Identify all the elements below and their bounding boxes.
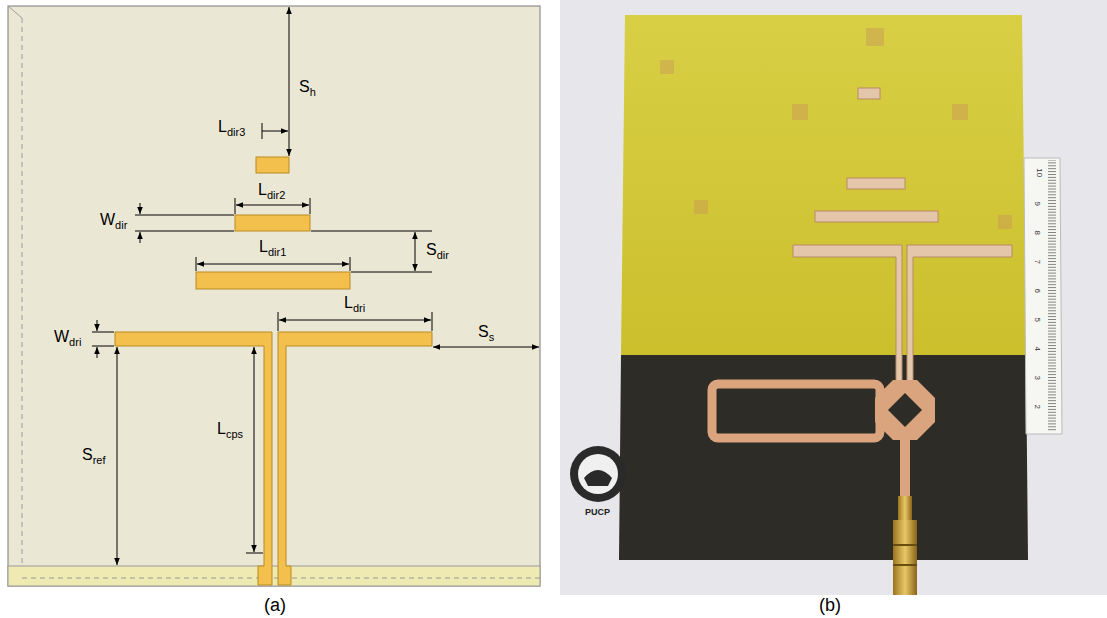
photo-antenna: [793, 88, 1012, 392]
driven-dipole-left: [115, 332, 272, 585]
ruler-number: 5: [1032, 318, 1042, 322]
box-edge: [8, 6, 22, 18]
ruler-number: 2: [1032, 405, 1042, 409]
balun-slot: [888, 393, 922, 427]
dim-wdir: [140, 232, 141, 243]
dimension-label: Ldir3: [218, 117, 245, 139]
balun-junction: [875, 380, 935, 440]
ruler: [1024, 158, 1062, 434]
pad: [694, 200, 708, 214]
dim-sh: [289, 7, 290, 156]
board-ground: [619, 355, 1028, 560]
tick: [135, 215, 234, 216]
sma-ridge: [893, 544, 917, 546]
dimension-lines: [92, 7, 539, 565]
dim-wdri: [97, 347, 98, 358]
tick: [432, 312, 433, 331]
dimension-label: Lcps: [217, 419, 243, 441]
ruler-number: 3: [1032, 376, 1042, 380]
sma-pin: [898, 496, 912, 522]
logo-ship: [584, 470, 612, 486]
ruler-number: 6: [1032, 289, 1042, 293]
sma-ridge: [893, 564, 917, 566]
ruler-scale: [1048, 160, 1060, 432]
balun-loop: [712, 384, 880, 438]
dimension-label: Sref: [82, 445, 106, 467]
dim-sdir: [415, 232, 416, 271]
photo-dipole-right: [907, 245, 1012, 392]
photo-background: [560, 0, 1107, 595]
ground-plane: [8, 566, 540, 586]
driven-dipole-right: [278, 332, 432, 585]
director-2: [235, 215, 310, 231]
tick: [92, 332, 114, 333]
dimension-label: Sh: [299, 77, 316, 99]
pad: [866, 28, 884, 46]
dim-wdri: [97, 320, 98, 331]
tick: [350, 257, 351, 271]
tick: [92, 346, 114, 347]
tick: [196, 257, 197, 271]
dimension-label: Wdri: [54, 327, 81, 349]
dim-ldir2: [236, 205, 309, 206]
pad: [952, 104, 968, 120]
dimension-label: Ldir1: [259, 237, 286, 259]
sma-connector: [893, 520, 917, 595]
feed-line: [900, 438, 910, 504]
panel-caption: (a): [264, 595, 286, 617]
logo-text: PUCP: [585, 507, 610, 518]
ruler-number: 9: [1032, 202, 1042, 206]
tick: [311, 231, 432, 232]
dim-ldri: [279, 320, 431, 321]
copper-pads: [660, 28, 1012, 229]
dim-lcps: [254, 347, 255, 552]
logo-seal-inner: [578, 454, 618, 494]
dim-ldir1: [197, 264, 349, 265]
dimension-label: Wdir: [100, 210, 127, 232]
panel-caption: (b): [819, 595, 841, 617]
pad: [792, 104, 808, 120]
ruler-number: 7: [1032, 260, 1042, 264]
ruler-number: 4: [1032, 347, 1042, 351]
dim-ss: [433, 347, 539, 348]
tick: [135, 231, 234, 232]
photo-director-3: [858, 88, 880, 99]
director-3: [256, 157, 289, 173]
dim-ldir3: [262, 131, 288, 132]
photo-director-2: [847, 178, 905, 189]
ruler-number: 8: [1032, 231, 1042, 235]
tick: [310, 198, 311, 214]
hidden-edge: [22, 18, 23, 568]
board-top: [621, 15, 1026, 355]
dimension-label: Ss: [478, 322, 494, 344]
pad: [660, 60, 674, 74]
substrate-box: [8, 6, 540, 586]
dimension-label: Sdir: [426, 240, 449, 262]
dimension-label: Ldri: [344, 293, 365, 315]
tick: [235, 198, 236, 214]
dim-wdir: [140, 203, 141, 214]
tick: [351, 272, 432, 273]
photo-dipole-left: [793, 245, 902, 392]
pad: [998, 215, 1012, 229]
logo-seal: [570, 446, 626, 502]
dim-sref: [117, 347, 118, 565]
tick: [246, 553, 263, 554]
dimension-label: Ldir2: [258, 180, 285, 202]
tick: [278, 312, 279, 331]
ruler-number: 10: [1035, 168, 1045, 177]
photo-director-1: [815, 211, 938, 222]
director-1: [196, 272, 350, 289]
